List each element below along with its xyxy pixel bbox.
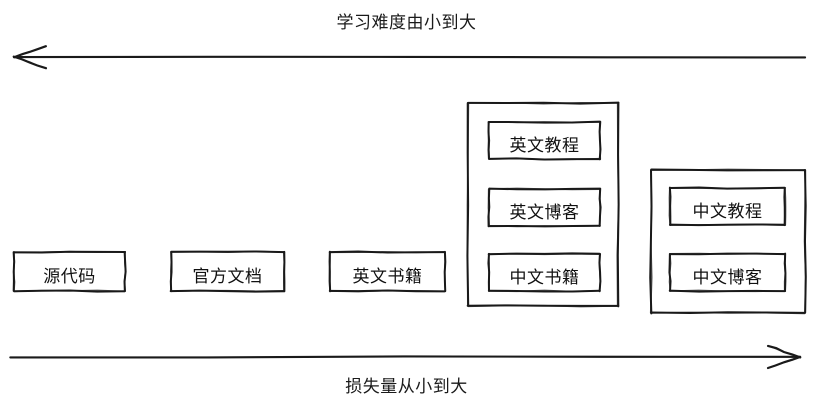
node-box-3-1[interactable] [328,250,447,293]
node-box-1-1[interactable] [12,250,127,293]
node-box-4-1[interactable] [487,120,602,161]
group-box-5[interactable] [649,168,807,315]
node-box-4-3[interactable] [487,252,602,293]
group-box-layer [466,101,807,315]
node-box-4-2[interactable] [487,187,602,228]
top-axis-label: 学习难度由小到大 [336,13,477,33]
node-box-5-2[interactable] [668,252,787,293]
group-box-4[interactable] [466,101,620,308]
node-box-2-1[interactable] [169,250,286,293]
node-box-5-1[interactable] [668,186,787,227]
node-box-layer [12,120,787,293]
loss-arrow [9,344,802,370]
bottom-axis-label: 损失量从小到大 [345,377,468,397]
difficulty-arrow [12,45,807,70]
arrow-layer [9,45,807,370]
